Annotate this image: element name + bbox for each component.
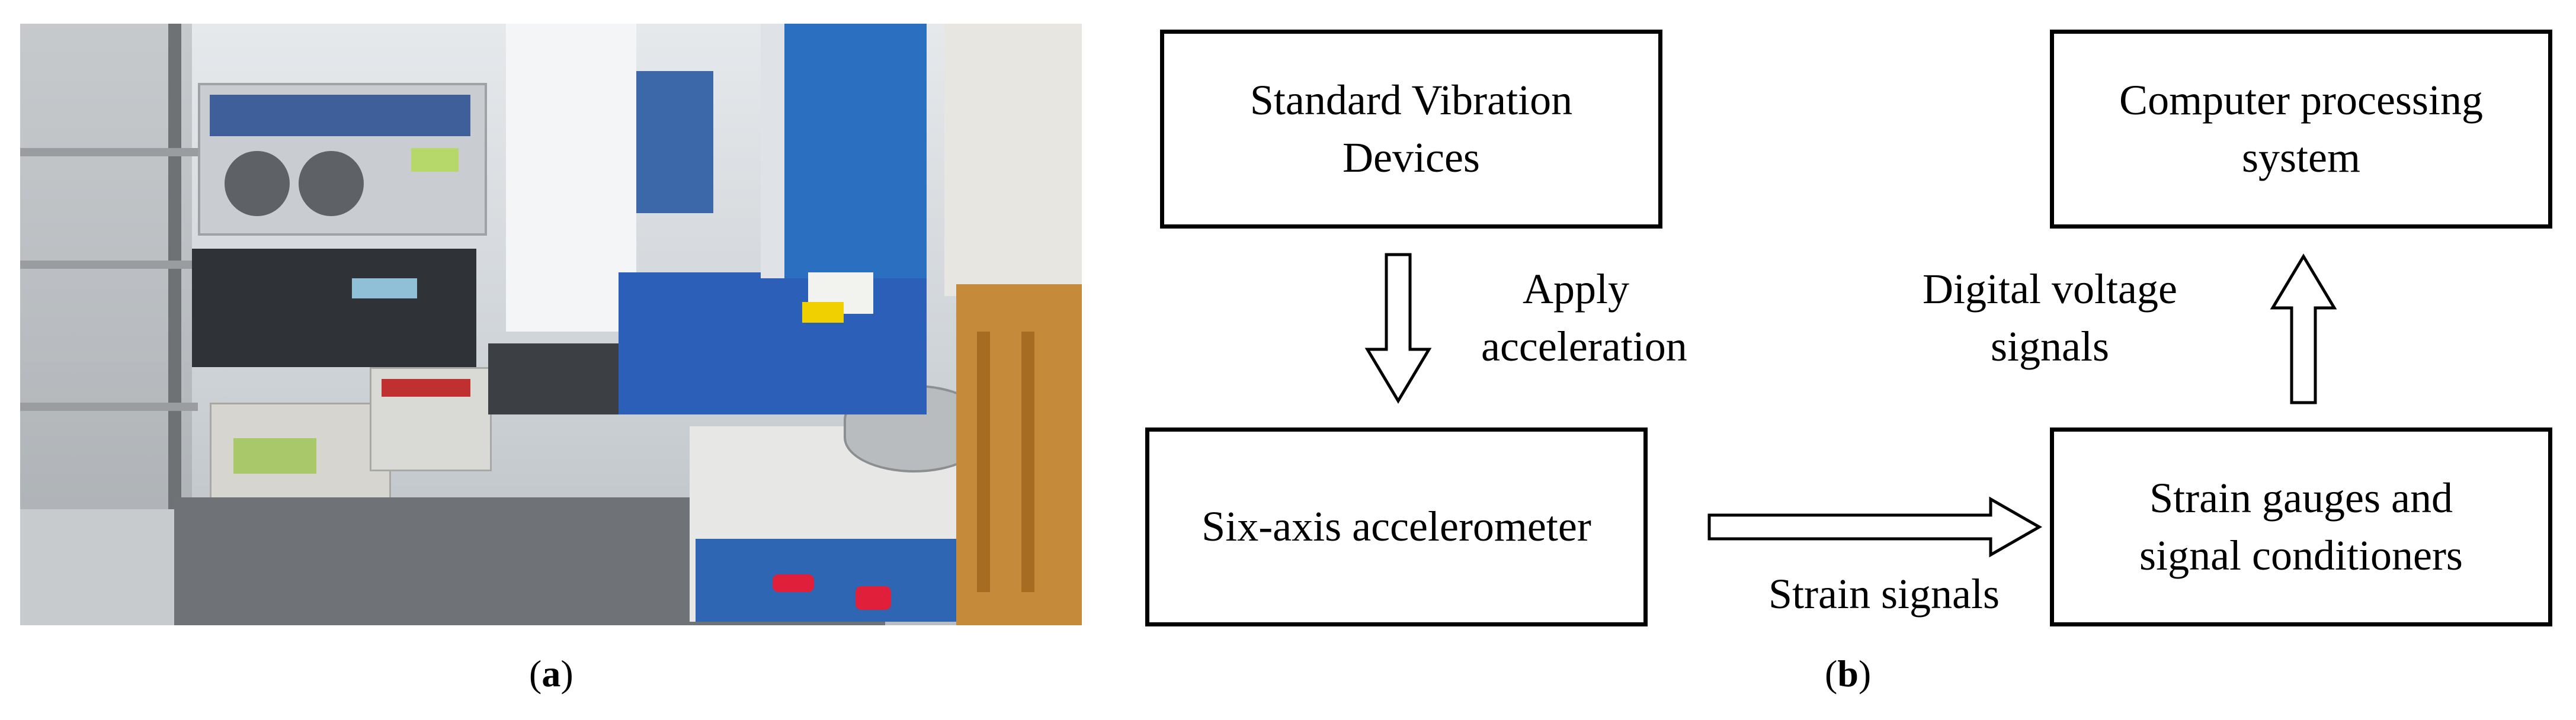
panel-a-caption: (a) [529, 652, 573, 695]
strain-gauges-box: Strain gauges and signal conditioners [2050, 427, 2552, 626]
computer-processing-system-line2: system [2241, 134, 2360, 181]
standard-vibration-devices-line1: Standard Vibration [1249, 76, 1573, 124]
right-arrow-icon [1707, 496, 2043, 558]
apply-acceleration-label: Apply acceleration [1481, 265, 1687, 371]
lab-setup-photo [20, 24, 1082, 625]
panel-b-caption: (b) [1825, 652, 1872, 695]
computer-processing-system-box: Computer processing system [2050, 30, 2552, 229]
six-axis-accelerometer-box: Six-axis accelerometer [1145, 427, 1648, 626]
down-arrow-icon [1364, 253, 1432, 404]
strain-gauges-line2: signal conditioners [2139, 532, 2463, 579]
six-axis-accelerometer-label: Six-axis accelerometer [1202, 503, 1591, 551]
up-arrow-icon [2270, 253, 2337, 404]
standard-vibration-devices-line2: Devices [1343, 134, 1480, 181]
computer-processing-system-line1: Computer processing [2119, 76, 2483, 124]
digital-voltage-signals-label: Digital voltage signals [1923, 265, 2177, 371]
strain-signals-label: Strain signals [1768, 570, 2000, 618]
strain-gauges-line1: Strain gauges and [2149, 474, 2453, 522]
standard-vibration-devices-box: Standard Vibration Devices [1160, 30, 1662, 229]
